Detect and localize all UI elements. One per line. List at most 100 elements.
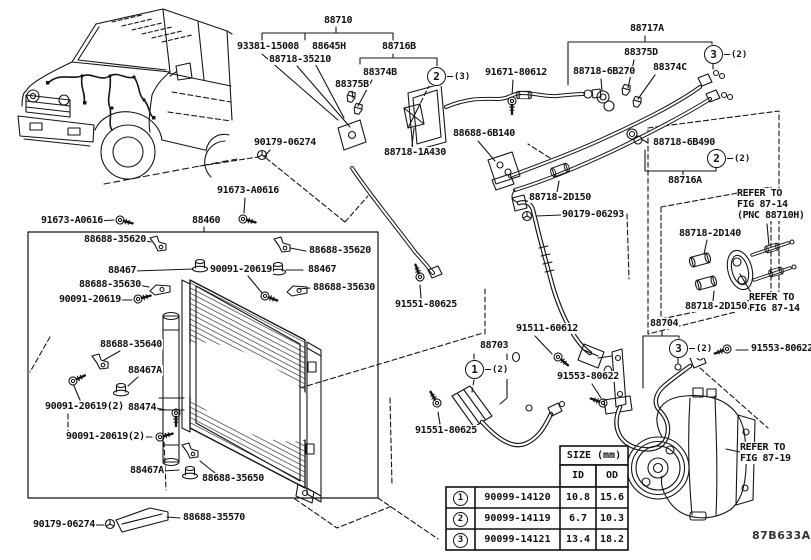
firewall-unions — [688, 239, 797, 292]
part-number-label: 88716B — [381, 41, 417, 52]
part-number-label: 88688-35640 — [99, 339, 163, 350]
part-number-label: 91673-A0616 — [216, 185, 280, 196]
part-number-label: 88375D — [623, 47, 659, 58]
part-number-label: 91671-80612 — [484, 67, 548, 78]
size-table-od: 10.3 — [599, 513, 625, 524]
callout-marker: 2 (2) — [707, 149, 751, 168]
part-number-label: 88688-35620 — [308, 245, 372, 256]
part-number-label: 88688-35630 — [312, 282, 376, 293]
vehicle-sketch — [17, 8, 238, 185]
part-number-label: 91551-80625 — [414, 425, 478, 436]
callout-dash — [485, 368, 491, 371]
part-number-label: 88460 — [191, 215, 222, 226]
size-table-id: 10.8 — [565, 492, 591, 503]
pipe-assy-88710 — [337, 83, 602, 284]
part-number-label: 88718-2D150 — [684, 301, 748, 312]
part-number-label: 88467A — [129, 465, 165, 476]
part-number-label: 90179-06293 — [561, 209, 625, 220]
callout-dash — [689, 347, 695, 350]
drawing-code: 87B633A — [752, 529, 811, 542]
part-number-label: 88718-35210 — [268, 54, 332, 65]
part-number-label: 88718-2D150 — [528, 192, 592, 203]
part-number-label: 88704 — [649, 318, 680, 329]
part-number-label: 88474 — [127, 402, 158, 413]
callout-dash — [447, 75, 453, 78]
refer-note-line: FIG 87-14 — [749, 303, 800, 314]
size-table-od: 15.6 — [599, 492, 625, 503]
callout-dash — [724, 53, 730, 56]
part-number-label: 88688-35570 — [182, 512, 246, 523]
refer-note-fig87-19: REFER TO FIG 87-19 — [740, 442, 791, 464]
part-number-label: 90179-06274 — [32, 519, 96, 530]
part-number-label: 88374C — [652, 62, 688, 73]
part-number-label: 91673-A0616 — [40, 215, 104, 226]
refer-note-line: REFER TO — [749, 292, 794, 303]
size-table-part: 90099-14120 — [484, 492, 551, 503]
part-number-label: 88718-1A430 — [383, 147, 447, 158]
part-number-label: 88718-2D140 — [678, 228, 742, 239]
part-number-label: 91553-80622 — [750, 343, 811, 354]
callout-number: 3 — [669, 339, 688, 358]
part-number-label: 90091-20619(2) — [65, 431, 146, 442]
part-number-label: 88467 — [307, 264, 338, 275]
part-number-label: 88688-6B140 — [452, 128, 516, 139]
part-number-label: 90091-20619(2) — [44, 401, 125, 412]
part-number-label: 88716A — [667, 175, 703, 186]
refer-note-fig87-14: REFER TO FIG 87-14 — [749, 292, 800, 314]
part-number-label: 90091-20619 — [58, 294, 122, 305]
part-number-label: 90179-06274 — [253, 137, 317, 148]
callout-number: 2 — [427, 67, 446, 86]
part-number-label: 88688-35650 — [201, 473, 265, 484]
size-table-od: 18.2 — [599, 534, 625, 545]
callout-qty: (2) — [492, 364, 509, 375]
size-table-id: 6.7 — [568, 513, 588, 524]
refer-note-line: REFER TO — [737, 188, 782, 199]
size-table-row-num: 3 — [453, 533, 468, 548]
callout-number: 2 — [707, 149, 726, 168]
callout-qty: (2) — [734, 153, 751, 164]
part-number-label: 88688-35630 — [78, 279, 142, 290]
part-number-label: 88703 — [479, 340, 510, 351]
refer-note-fig87-14-pnc: REFER TO FIG 87-14 (PNC 88710H) — [737, 188, 805, 221]
part-number-label: 88375B — [334, 79, 370, 90]
condenser-assembly — [27, 149, 379, 533]
size-table-col-id: ID — [571, 470, 585, 481]
suction-hose-88703 — [425, 350, 610, 448]
liquid-hose-center — [511, 162, 605, 369]
part-number-label: 93381-15008 — [236, 41, 300, 52]
refer-note-line: (PNC 88710H) — [737, 210, 805, 221]
callout-qty: (3) — [454, 71, 471, 82]
size-table-col-od: OD — [605, 470, 619, 481]
callout-dash — [727, 157, 733, 160]
part-number-label: 88688-35620 — [83, 234, 147, 245]
part-number-label: 90091-20619 — [209, 264, 273, 275]
callout-marker: 3 (2) — [704, 45, 748, 64]
refer-note-line: FIG 87-19 — [740, 453, 791, 464]
callout-marker: 3 (2) — [669, 339, 713, 358]
part-number-label: 88467A — [127, 365, 163, 376]
part-number-label: 88467 — [107, 265, 138, 276]
part-number-label: 91511-60612 — [515, 323, 579, 334]
callout-number: 1 — [465, 360, 484, 379]
part-number-label: 88374B — [362, 67, 398, 78]
callout-qty: (2) — [731, 49, 748, 60]
part-number-label: 88710 — [323, 15, 354, 26]
size-table-part: 90099-14119 — [484, 513, 551, 524]
pipes-88717A-88716A — [487, 69, 734, 192]
refer-note-line: REFER TO — [740, 442, 785, 453]
callout-marker: 1 (2) — [465, 360, 509, 379]
part-number-label: 88645H — [311, 41, 347, 52]
part-number-label: 88717A — [629, 23, 665, 34]
size-table-id: 13.4 — [565, 534, 591, 545]
size-table-row-num: 1 — [453, 491, 468, 506]
part-number-label: 91551-80625 — [394, 299, 458, 310]
callout-marker: 2 (3) — [427, 67, 471, 86]
callout-qty: (2) — [696, 343, 713, 354]
size-table-header: SIZE (mm) — [566, 450, 622, 461]
size-table-part: 90099-14121 — [484, 534, 551, 545]
part-number-label: 88718-6B270 — [572, 66, 636, 77]
part-number-label: 91553-80622 — [556, 371, 620, 382]
size-table-row-num: 2 — [453, 512, 468, 527]
